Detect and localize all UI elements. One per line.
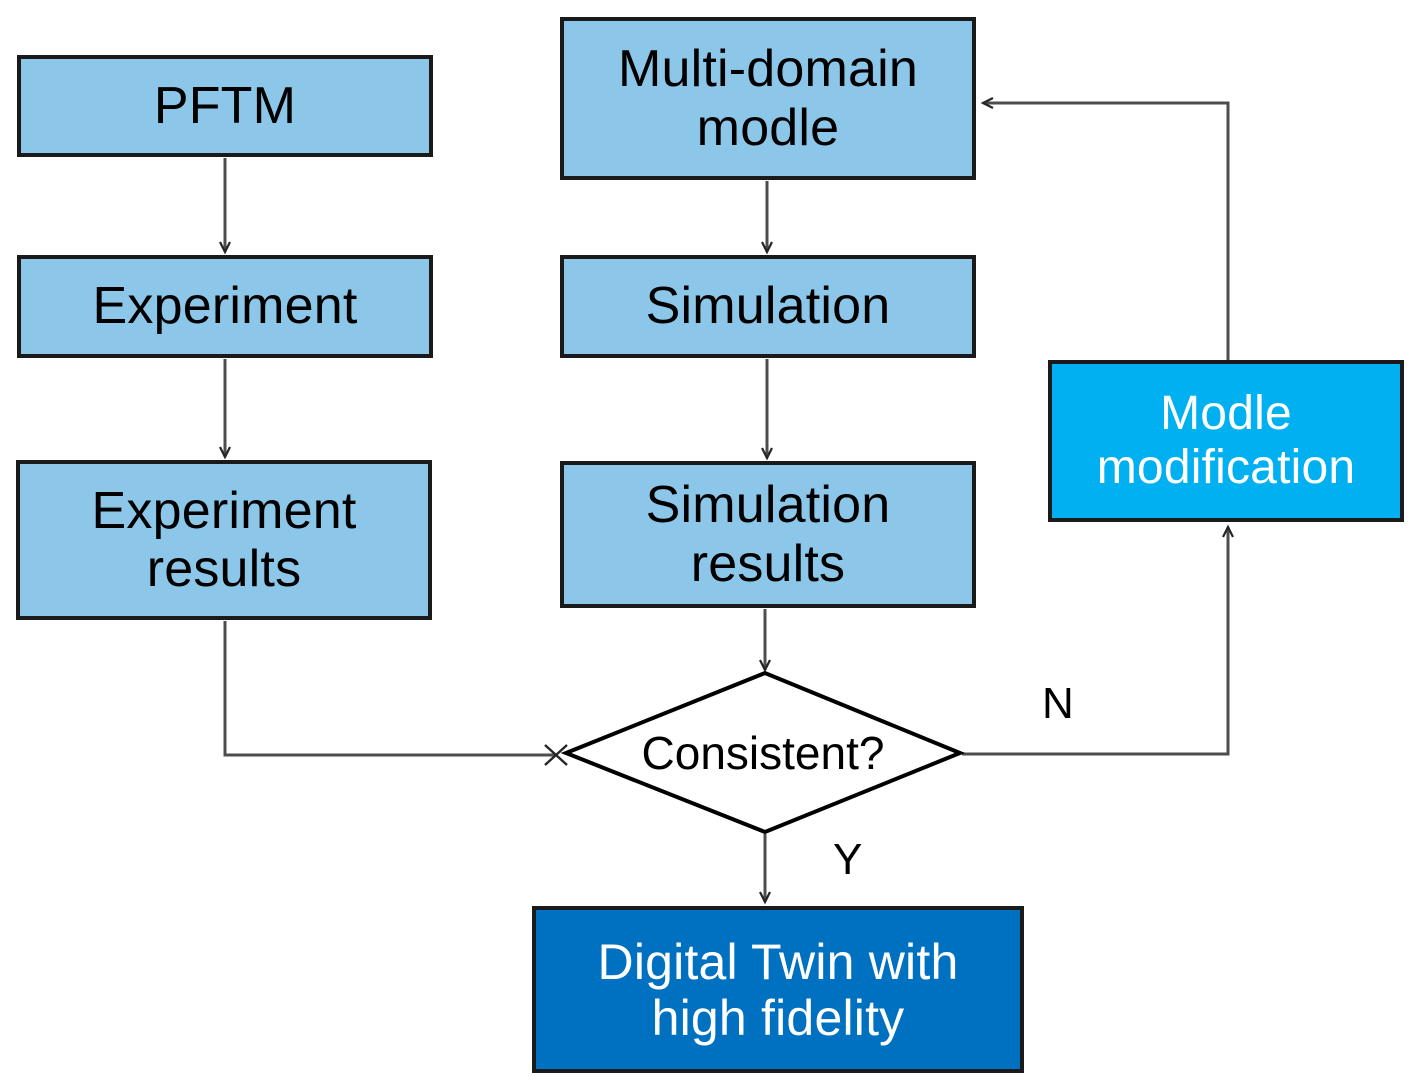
- node-simulation[interactable]: Simulation: [560, 255, 976, 358]
- edge-experiment-results-to-consistent: [223, 621, 568, 766]
- node-experiment[interactable]: Experiment: [17, 255, 433, 358]
- edge-label-yes: Y: [833, 835, 863, 884]
- node-multi-domain-modle[interactable]: Multi-domain modle: [560, 17, 976, 180]
- node-pftm[interactable]: PFTM: [17, 55, 433, 157]
- decision-label-consistent: Consistent?: [641, 727, 885, 779]
- node-modle-modification[interactable]: Modle modification: [1048, 360, 1404, 522]
- node-digital-twin-high-fidelity[interactable]: Digital Twin with high fidelity: [532, 906, 1024, 1073]
- edge-label-no: N: [1042, 679, 1074, 728]
- edge-modle-modification-to-multidomain: [980, 97, 1230, 360]
- edge-consistent-no-to-modle-modification: [962, 524, 1234, 756]
- node-simulation-results[interactable]: Simulation results: [560, 461, 976, 608]
- node-experiment-results[interactable]: Experiment results: [16, 460, 432, 620]
